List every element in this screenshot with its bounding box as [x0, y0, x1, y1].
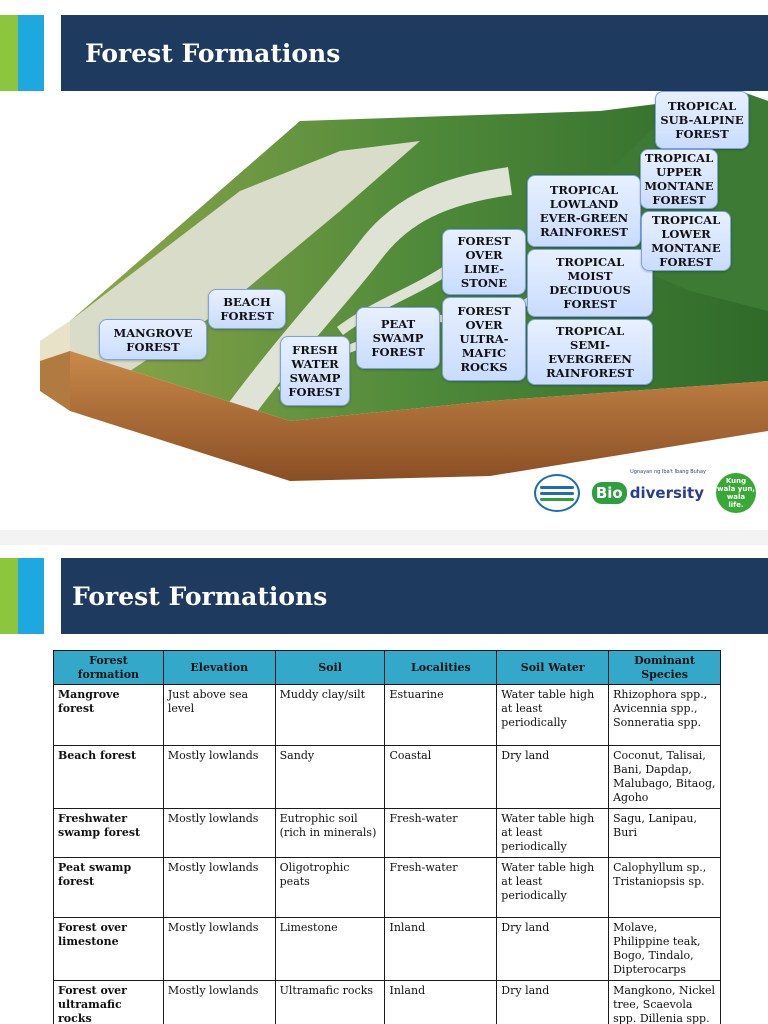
slide-forest-formations-table: Forest Formations Forest formation Eleva… — [0, 545, 768, 1024]
cell-dominant-species: Coconut, Talisai, Bani, Dapdap, Malubago… — [608, 745, 721, 809]
cell-soil-water: Dry land — [496, 745, 610, 809]
cell-forest-formation: Freshwater swamp forest — [53, 808, 164, 858]
header-elevation: Elevation — [162, 650, 276, 685]
denr-logo — [533, 474, 580, 512]
cell-soil: Muddy clay/silt — [274, 684, 386, 746]
cell-soil: Limestone — [274, 917, 386, 981]
cell-soil-water: Water table high at least periodically — [496, 684, 610, 746]
cell-forest-formation: Forest over ultramafic rocks — [53, 980, 164, 1024]
callout-beach-forest: BEACH FOREST — [208, 289, 286, 329]
slide-title: Forest Formations — [61, 15, 768, 91]
callout-tropical-semi-evergreen: TROPICAL SEMI- EVERGREEN RAINFOREST — [527, 319, 653, 385]
cell-forest-formation: Beach forest — [53, 745, 164, 809]
callout-tropical-moist-deciduous: TROPICAL MOIST DECIDUOUS FOREST — [527, 249, 653, 317]
callout-tropical-lowland-evergreen: TROPICAL LOWLAND EVER-GREEN RAINFOREST — [527, 175, 641, 247]
callout-tropical-upper-montane: TROPICAL UPPER MONTANE FOREST — [640, 149, 718, 209]
slide-title: Forest Formations — [61, 558, 768, 634]
cell-dominant-species: Molave, Philippine teak, Bogo, Tindalo, … — [608, 917, 721, 981]
cell-localities: Coastal — [384, 745, 498, 809]
cell-dominant-species: Calophyllum sp., Tristaniopsis sp. — [608, 857, 721, 918]
header-soil-water: Soil Water — [496, 650, 610, 685]
callout-freshwater-swamp-forest: FRESH WATER SWAMP FOREST — [280, 336, 350, 406]
cell-dominant-species: Sagu, Lanipau, Buri — [608, 808, 721, 858]
cell-soil-water: Dry land — [496, 917, 610, 981]
cell-elevation: Mostly lowlands — [162, 980, 276, 1024]
header-localities: Localities — [384, 650, 498, 685]
header-dominant-species: Dominant Species — [608, 650, 721, 685]
cell-elevation: Mostly lowlands — [162, 917, 276, 981]
cell-localities: Fresh-water — [384, 857, 498, 918]
accent-bar-blue — [18, 15, 44, 91]
cell-soil: Oligotrophic peats — [274, 857, 386, 918]
header-soil: Soil — [274, 650, 386, 685]
forest-landscape-diagram: MANGROVE FOREST BEACH FOREST FRESH WATER… — [40, 91, 768, 481]
table-row: Beach forest Mostly lowlands Sandy Coast… — [53, 745, 721, 809]
forest-formations-table: Forest formation Elevation Soil Localiti… — [53, 650, 721, 1024]
table-row: Peat swamp forest Mostly lowlands Oligot… — [53, 857, 721, 918]
accent-bar-green — [0, 15, 18, 91]
table-row: Forest over limestone Mostly lowlands Li… — [53, 917, 721, 981]
header-forest-formation: Forest formation — [53, 650, 164, 685]
table-row: Forest over ultramafic rocks Mostly lowl… — [53, 980, 721, 1024]
cell-forest-formation: Mangrove forest — [53, 684, 164, 746]
cell-soil: Ultramafic rocks — [274, 980, 386, 1024]
cell-elevation: Mostly lowlands — [162, 857, 276, 918]
cell-forest-formation: Forest over limestone — [53, 917, 164, 981]
callout-mangrove-forest: MANGROVE FOREST — [99, 319, 207, 360]
cell-elevation: Mostly lowlands — [162, 745, 276, 809]
cell-localities: Fresh-water — [384, 808, 498, 858]
cell-dominant-species: Mangkono, Nickel tree, Scaevola spp. Dil… — [608, 980, 721, 1024]
cell-soil: Sandy — [274, 745, 386, 809]
cell-localities: Inland — [384, 980, 498, 1024]
cell-elevation: Mostly lowlands — [162, 808, 276, 858]
table-row: Freshwater swamp forest Mostly lowlands … — [53, 808, 721, 858]
accent-bar-green — [0, 558, 18, 634]
cell-forest-formation: Peat swamp forest — [53, 857, 164, 918]
cell-soil-water: Water table high at least periodically — [496, 808, 610, 858]
cell-dominant-species: Rhizophora spp., Avicennia spp., Sonnera… — [608, 684, 721, 746]
slide-forest-formations-diagram: Forest Formations — [0, 15, 768, 513]
callout-forest-over-limestone: FOREST OVER LIME- STONE — [442, 229, 526, 295]
callout-peat-swamp-forest: PEAT SWAMP FOREST — [356, 307, 440, 369]
table-header-row: Forest formation Elevation Soil Localiti… — [53, 650, 721, 685]
slide-separator — [0, 530, 768, 545]
cell-soil-water: Dry land — [496, 980, 610, 1024]
cell-soil: Eutrophic soil (rich in minerals) — [274, 808, 386, 858]
cell-elevation: Just above sea level — [162, 684, 276, 746]
table-row: Mangrove forest Just above sea level Mud… — [53, 684, 721, 746]
callout-tropical-lower-montane: TROPICAL LOWER MONTANE FOREST — [641, 211, 731, 271]
accent-bar-blue — [18, 558, 44, 634]
cell-soil-water: Water table high at least periodically — [496, 857, 610, 918]
cell-localities: Inland — [384, 917, 498, 981]
cell-localities: Estuarine — [384, 684, 498, 746]
callout-tropical-subalpine: TROPICAL SUB-ALPINE FOREST — [655, 91, 749, 149]
kung-wala-logo: Kung wala yun, wala life. — [716, 473, 756, 513]
biodiversity-tagline: Ugnayan ng Iba't Ibang Buhay — [630, 469, 706, 475]
callout-forest-over-ultramafic-rocks: FOREST OVER ULTRA- MAFIC ROCKS — [442, 297, 526, 381]
